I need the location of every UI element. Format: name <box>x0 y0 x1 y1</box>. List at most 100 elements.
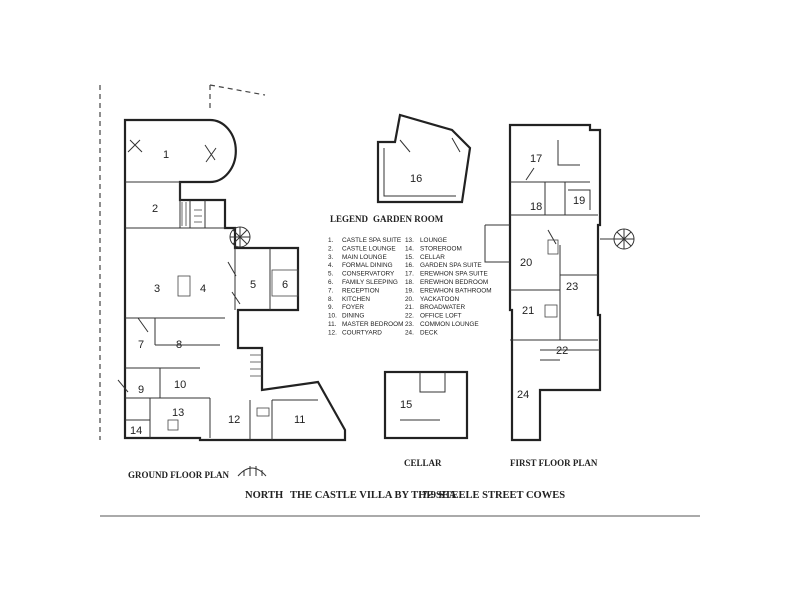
legend-number: 24. <box>405 329 414 336</box>
cellar-outline <box>383 370 469 440</box>
legend-label: CONSERVATORY <box>342 271 395 278</box>
wall-7-8 <box>154 318 220 346</box>
legend-label: COMMON LOUNGE <box>420 321 479 328</box>
legend-label: GARDEN SPA SUITE <box>420 262 482 269</box>
room-number-18: 18 <box>530 201 542 213</box>
door-swing <box>525 167 557 245</box>
bath-19 <box>568 189 591 210</box>
first-floor-outline <box>508 123 602 442</box>
legend-number: 3. <box>328 254 334 261</box>
legend-number: 1. <box>328 237 334 244</box>
room-number-19: 19 <box>573 195 585 207</box>
fireplace <box>177 275 191 297</box>
legend-number: 13. <box>405 237 414 244</box>
room-number-8: 8 <box>176 339 182 351</box>
room-number-1: 1 <box>163 149 169 161</box>
legend-label: FAMILY SLEEPING <box>342 279 398 286</box>
legend-number: 11. <box>328 321 337 328</box>
room-number-24: 24 <box>517 389 529 401</box>
north-arrow-icon <box>237 466 267 477</box>
legend-number: 10. <box>328 313 337 320</box>
first-floor-room-numbers: 17 18 19 20 21 22 23 24 <box>517 153 585 401</box>
wall-20-21-23 <box>510 245 598 341</box>
bay-window <box>271 269 299 297</box>
legend-number: 14. <box>405 245 414 252</box>
balcony-west <box>484 224 510 263</box>
room-number-14: 14 <box>130 425 142 437</box>
legend-label: DINING <box>342 313 364 320</box>
door-swing <box>204 144 217 163</box>
cellar-label: CELLAR <box>404 458 442 468</box>
room-number-12: 12 <box>228 414 240 426</box>
fixture <box>544 304 558 318</box>
cellar-inner <box>400 372 446 421</box>
garden-room-heading: GARDEN ROOM <box>373 214 444 224</box>
legend-label: COURTYARD <box>342 329 382 336</box>
room-number-6: 6 <box>282 279 288 291</box>
legend-number: 15. <box>405 254 414 261</box>
room-number-16: 16 <box>410 173 422 185</box>
door-swing <box>117 317 149 393</box>
legend-label: EREWHON BATHROOM <box>420 287 492 294</box>
legend-number: 19. <box>405 287 414 294</box>
wall-12-11 <box>249 399 318 440</box>
legend-number: 18. <box>405 279 414 286</box>
legend-number: 7. <box>328 287 334 294</box>
ground-floor-plan <box>99 84 347 442</box>
legend-label: FOYER <box>342 304 364 311</box>
site-boundary-north <box>209 84 266 96</box>
legend-heading: LEGEND <box>330 214 369 224</box>
fixture <box>167 419 179 431</box>
legend-number: 9. <box>328 304 334 311</box>
legend-label: OFFICE LOFT <box>420 313 462 320</box>
stair-hall-walls <box>189 200 206 228</box>
ground-floor-room-numbers: 1 2 3 4 5 6 7 8 9 10 11 12 13 14 <box>130 149 305 437</box>
legend-label: RECEPTION <box>342 287 380 294</box>
legend-label: BROADWATER <box>420 304 465 311</box>
legend-label: CELLAR <box>420 254 445 261</box>
legend-number: 4. <box>328 262 334 269</box>
villa-address: 7-9 STEELE STREET COWES <box>422 490 565 501</box>
legend-label: KITCHEN <box>342 296 370 303</box>
legend-label: MAIN LOUNGE <box>342 254 387 261</box>
ground-floor-plan-label: GROUND FLOOR PLAN <box>128 470 230 480</box>
garden-room-inner <box>383 148 456 197</box>
legend-number: 2. <box>328 245 334 252</box>
legend-label: EREWHON BEDROOM <box>420 279 488 286</box>
cellar-plan: 15 <box>383 370 469 440</box>
fixture <box>547 239 559 255</box>
legend-number: 23. <box>405 321 414 328</box>
legend-number: 8. <box>328 296 334 303</box>
first-floor-plan <box>484 123 635 442</box>
north-label: NORTH <box>245 490 283 501</box>
legend-label: DECK <box>420 329 438 336</box>
room-number-23: 23 <box>566 281 578 293</box>
garden-room-plan: 16 <box>376 113 472 204</box>
legend-number: 5. <box>328 271 334 278</box>
door-swing <box>227 261 241 305</box>
legend-label: YACKATOON <box>420 296 459 303</box>
garden-room-outline <box>376 113 472 204</box>
first-floor-plan-label: FIRST FLOOR PLAN <box>510 458 598 468</box>
room-number-4: 4 <box>200 283 206 295</box>
room-number-22: 22 <box>556 345 568 357</box>
villa-name: THE CASTLE VILLA BY THE SEA <box>290 490 457 501</box>
ground-floor-outline <box>123 118 347 442</box>
legend-number: 6. <box>328 279 334 286</box>
legend-label: MASTER BEDROOM <box>342 321 403 328</box>
wall-17-18 <box>510 181 598 216</box>
legend-number: 21. <box>405 304 414 311</box>
stair <box>250 354 262 377</box>
legend-label: CASTLE LOUNGE <box>342 245 396 252</box>
legend-column-1: 1. CASTLE SPA SUITE 2. CASTLE LOUNGE 3. MAIN … <box>328 237 403 336</box>
legend-label: STOREROOM <box>420 245 462 252</box>
room-number-13: 13 <box>172 407 184 419</box>
door-swing <box>127 139 143 153</box>
room-number-20: 20 <box>520 257 532 269</box>
room-number-17: 17 <box>530 153 542 165</box>
fixture <box>256 407 270 417</box>
room-number-15: 15 <box>400 399 412 411</box>
legend-label: CASTLE SPA SUITE <box>342 237 401 244</box>
legend-number: 22. <box>405 313 414 320</box>
